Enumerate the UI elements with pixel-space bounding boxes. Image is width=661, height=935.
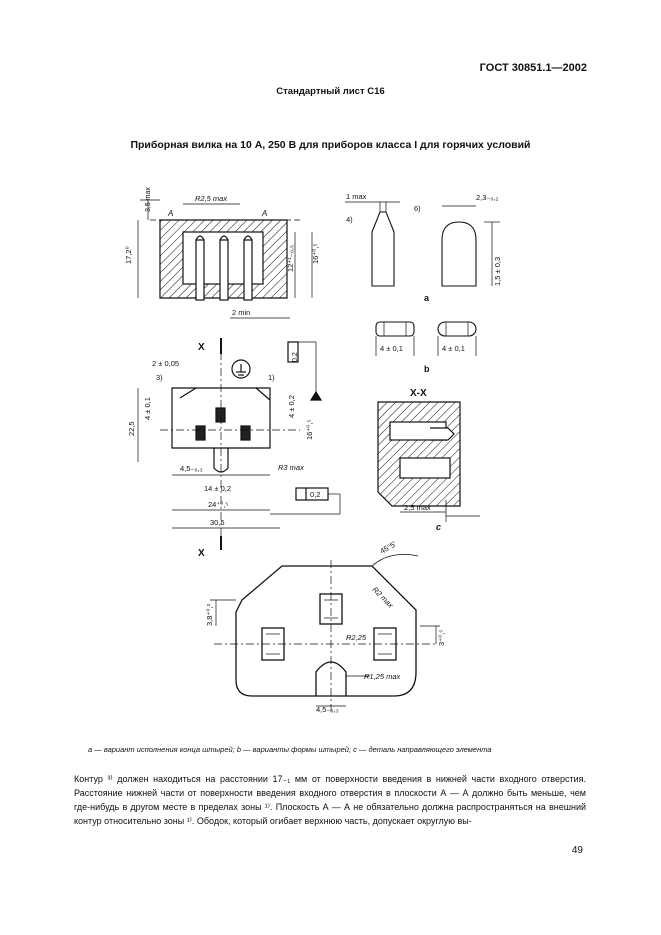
body-paragraph: Контур ³⁾ должен находиться на расстояни… — [74, 774, 586, 826]
fig-b-label: b — [424, 364, 430, 374]
dim-17: 17,2⁰ — [124, 246, 133, 264]
sheet-label: Стандартный лист C16 — [276, 86, 385, 97]
dim-b-right: 4 ± 0,1 — [442, 344, 465, 353]
fig-xx-label: X-X — [410, 388, 427, 399]
dim-16: 16⁺⁰,⁵ — [311, 243, 320, 264]
standard-number: ГОСТ 30851.1—2002 — [479, 62, 587, 74]
fig2-front-view — [137, 338, 341, 550]
tol-box-top: 0,2 — [292, 352, 299, 362]
dim-4-5-outline: 4,5₋₀,₃ — [316, 705, 339, 714]
fig-xx-section — [377, 401, 480, 522]
fig3-outline — [210, 554, 440, 714]
dim-r2-5max: R2,5 max — [195, 194, 227, 203]
dim-2-005: 2 ± 0,05 — [152, 359, 179, 368]
dim-2min: 2 min — [232, 308, 250, 317]
fig-a-pins — [345, 201, 500, 287]
dim-2-5max: 2,5 max — [404, 503, 431, 512]
dim-r3max: R3 max — [278, 463, 304, 472]
label-a-left: A — [167, 209, 173, 218]
fig1-section — [137, 199, 313, 319]
page-number: 49 — [571, 845, 583, 856]
dim-16-front: 16⁺⁰,⁵ — [305, 419, 314, 440]
dim-r2-25: R2,25 — [346, 633, 367, 642]
fig-a-label: a — [424, 293, 430, 303]
dim-4-01: 4 ± 0,1 — [143, 397, 152, 420]
note-3: 3) — [156, 373, 163, 382]
dim-b-left: 4 ± 0,1 — [380, 344, 403, 353]
dim-2-3: 2,3₋₀,₂ — [476, 193, 499, 202]
dim-24: 24⁺⁰,⁵ — [208, 500, 229, 509]
dim-1max: 1 max — [346, 192, 367, 201]
dim-22-5: 22,5 — [127, 421, 136, 436]
note-6: 6) — [414, 204, 421, 213]
dim-3-8: 3,8⁺⁰,³ — [205, 604, 214, 626]
figure-title: Приборная вилка на 10 А, 250 В для прибо… — [130, 139, 531, 151]
dim-30-5: 30,5 — [210, 518, 225, 527]
dim-45: 45°5' — [379, 539, 399, 556]
dim-r1-25max: R1,25 max — [364, 672, 401, 681]
tol-box-bottom: 0,2 — [310, 490, 320, 499]
note-1: 1) — [268, 373, 275, 382]
section-x-bottom: X — [198, 548, 205, 559]
dim-14: 14 ± 0,2 — [204, 484, 231, 493]
figure-caption: а — вариант исполнения конца штырей; b —… — [88, 745, 492, 754]
dim-4-02: 4 ± 0,2 — [287, 395, 296, 418]
dim-r2max: R2 max — [371, 585, 396, 610]
section-x-top: X — [198, 342, 205, 353]
dim-4-5-front: 4,5₋₀,₃ — [180, 464, 203, 473]
dim-3-5max: 3,5 max — [145, 187, 152, 212]
label-c: c — [436, 522, 441, 532]
dim-3: 3⁺⁰,⁵ — [437, 630, 446, 646]
fig-b-pins — [375, 321, 477, 356]
dim-1-5: 1,5 ± 0,3 — [493, 257, 502, 286]
dim-12: 12⁺¹₋₀,₅ — [286, 245, 295, 272]
body-text: Контур ³⁾ должен находиться на расстояни… — [74, 772, 586, 828]
note-4: 4) — [346, 215, 353, 224]
label-a-right: A — [261, 209, 267, 218]
